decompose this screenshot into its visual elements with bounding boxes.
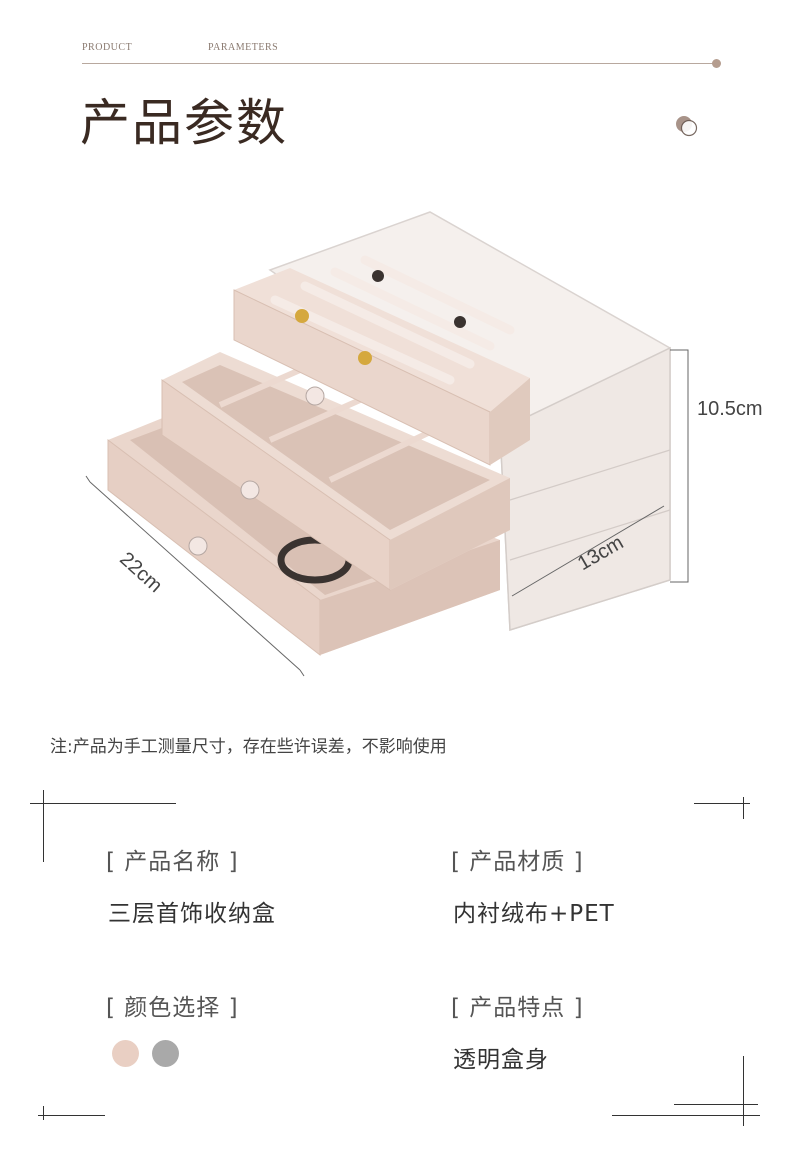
decorative-circles-icon <box>676 116 698 137</box>
corner-line-bottom-right-v <box>743 1056 744 1126</box>
corner-line-bottom-right-h <box>612 1115 760 1116</box>
middle-drawer <box>161 352 510 591</box>
header-divider <box>82 63 716 64</box>
spec-feature-value: 透明盒身 <box>453 1047 549 1073</box>
corner-line-bottom-right-h2 <box>674 1104 758 1105</box>
spec-name-value: 三层首饰收纳盒 <box>108 901 276 927</box>
color-swatch-gray[interactable] <box>152 1040 179 1067</box>
corner-line-top-left-h <box>30 803 176 804</box>
spec-material-value: 内衬绒布+PET <box>453 901 615 927</box>
dimension-height-label: 10.5cm <box>697 398 763 420</box>
spec-material-heading: [ 产品材质 ] <box>451 849 584 875</box>
dimension-lines <box>85 349 689 677</box>
product-image <box>85 211 689 677</box>
corner-line-bottom-left-h <box>38 1115 105 1116</box>
header-label-product: PRODUCT <box>82 42 133 53</box>
color-swatch-pink[interactable] <box>112 1040 139 1067</box>
spec-feature-heading: [ 产品特点 ] <box>451 995 584 1021</box>
corner-line-top-right-v <box>743 797 744 819</box>
measurement-note: 注:产品为手工测量尺寸，存在些许误差，不影响使用 <box>50 737 447 757</box>
page-title: 产品参数 <box>80 94 288 152</box>
corner-line-bottom-left-v <box>43 1106 44 1120</box>
corner-line-top-right-h <box>694 803 750 804</box>
spec-color-heading: [ 颜色选择 ] <box>106 995 239 1021</box>
top-drawer <box>233 255 530 466</box>
corner-line-top-left-v <box>43 790 44 862</box>
header-dot <box>712 59 721 68</box>
header-label-parameters: PARAMETERS <box>208 42 279 53</box>
spec-name-heading: [ 产品名称 ] <box>106 849 239 875</box>
